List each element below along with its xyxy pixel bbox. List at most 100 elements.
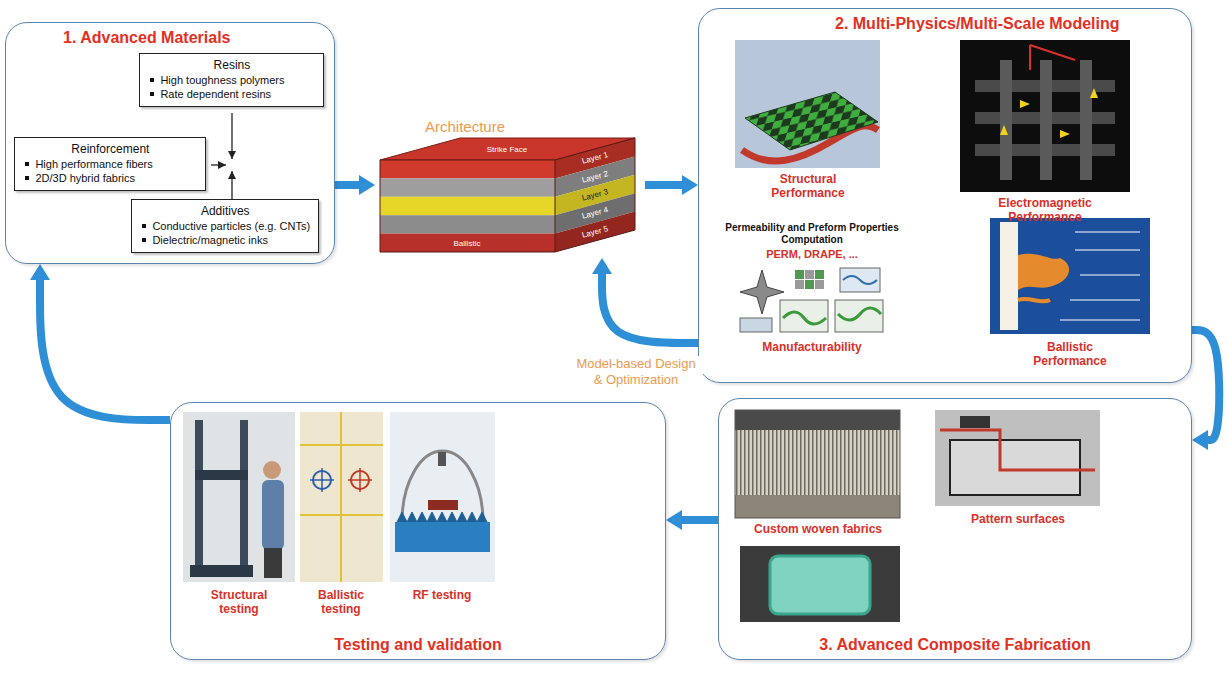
- ballistic-model-image: [1080, 275, 1140, 276]
- rf-test-photo: [395, 522, 490, 552]
- ballistic-model-image: [1018, 299, 1050, 302]
- image-caption: Electromagnetic Performance: [985, 196, 1105, 224]
- ballistic-model-image: [1075, 250, 1140, 251]
- reinforcement-box: ReinforcementHigh performance fibers2D/3…: [14, 137, 206, 191]
- layer-label: Ballistic: [453, 238, 480, 247]
- structural-model-image: [735, 40, 880, 168]
- ballistic-model-image: [1060, 320, 1140, 321]
- rf-test-photo: [397, 512, 487, 522]
- electromagnetic-model-image: [1000, 60, 1012, 180]
- flow-arrow: [40, 280, 170, 420]
- panel-title: 3. Advanced Composite Fabrication: [719, 635, 1191, 654]
- bullet-mark: [150, 78, 154, 82]
- bullet-mark: [142, 224, 146, 228]
- box-heading: Resins: [148, 58, 315, 73]
- layered-armor-figure: [380, 197, 555, 215]
- panel-title: Testing and validation: [171, 635, 665, 654]
- ballistic-model-image: [1018, 254, 1069, 290]
- bullet-item: High performance fibers: [23, 157, 197, 171]
- electromagnetic-model-image: [1090, 88, 1098, 98]
- bullet-mark: [142, 238, 146, 242]
- image-caption: Pattern surfaces: [971, 512, 1065, 526]
- mold-image: [740, 546, 900, 622]
- electromagnetic-model-image: [1060, 130, 1070, 138]
- loom-image: [735, 495, 900, 518]
- rf-test-photo: [402, 451, 483, 522]
- electromagnetic-model-image: [1030, 45, 1075, 70]
- additives-box: AdditivesConductive particles (e.g. CNTs…: [131, 199, 319, 253]
- mold-image: [740, 546, 900, 622]
- layered-armor-figure: [380, 138, 635, 252]
- ballistic-target-photo: [300, 412, 383, 582]
- structural-test-photo: [240, 420, 248, 570]
- bullet-text: 2D/3D hybrid fabrics: [35, 172, 135, 184]
- bullet-item: Conductive particles (e.g. CNTs): [140, 219, 310, 233]
- pattern-table-image: [935, 410, 1100, 506]
- bullet-item: High toughness polymers: [148, 73, 315, 87]
- testing-panel: Testing and validation: [170, 402, 666, 660]
- merge-arrows: [211, 113, 232, 199]
- manufacturability-images: [840, 268, 880, 292]
- merge-arrows: [231, 113, 232, 159]
- structural-test-photo: [195, 420, 203, 570]
- ballistic-target-photo: [359, 468, 361, 492]
- layered-armor-figure: [380, 160, 555, 178]
- image-caption: RF testing: [402, 588, 482, 602]
- image-caption: Ballistic testing: [301, 588, 381, 616]
- flow-arrow: [682, 516, 718, 524]
- merge-arrows: [211, 164, 226, 165]
- bullet-text: High performance fibers: [35, 158, 152, 170]
- panel-title: 1. Advanced Materials: [63, 28, 230, 47]
- resins-box: ResinsHigh toughness polymersRate depend…: [139, 53, 324, 107]
- rf-test-photo: [438, 452, 446, 466]
- electromagnetic-model-image: [1020, 100, 1030, 108]
- loom-image: [735, 410, 900, 518]
- image-caption: Ballistic Performance: [1020, 340, 1120, 368]
- ballistic-target-photo: [300, 412, 383, 582]
- image-caption: Manufacturability: [762, 340, 861, 354]
- bullet-text: Rate dependent resins: [160, 88, 271, 100]
- manufacturability-images: [805, 280, 814, 289]
- manufacturability-images: [805, 270, 814, 279]
- manufacturability-images: [795, 280, 804, 289]
- structural-model-image: [745, 92, 878, 150]
- rf-test-photo: [428, 500, 458, 510]
- manufacturability-images: [783, 312, 826, 324]
- rf-test-photo: [390, 412, 495, 582]
- loom-image: [735, 410, 900, 518]
- structural-test-photo: [183, 412, 295, 582]
- pattern-table-image: [935, 410, 1100, 506]
- loom-image: [735, 410, 900, 430]
- materials-panel: 1. Advanced MaterialsResinsHigh toughnes…: [5, 22, 335, 264]
- manufacturability-images: [740, 318, 772, 332]
- manufacturability-images: [815, 270, 824, 279]
- ballistic-model-image: [1075, 232, 1140, 233]
- image-caption: Structural testing: [199, 588, 279, 616]
- manufacturability-images: [838, 308, 881, 320]
- bullet-item: 2D/3D hybrid fabrics: [23, 171, 197, 185]
- ballistic-model-image: [990, 218, 1150, 334]
- image-heading: Permeability and Preform Properties Comp…: [722, 222, 902, 246]
- layer-label: Strike Face: [487, 145, 527, 154]
- manufacturability-images: [740, 268, 883, 332]
- manufacturability-images: [780, 300, 828, 332]
- box-heading: Additives: [140, 204, 310, 219]
- electromagnetic-model-image: [1040, 60, 1052, 180]
- bullet-text: Conductive particles (e.g. CNTs): [152, 220, 310, 232]
- flow-arrow: [602, 274, 698, 343]
- manufacturability-images: [835, 300, 883, 332]
- bullet-mark: [150, 92, 154, 96]
- manufacturability-images: [843, 276, 877, 284]
- electromagnetic-model-image: [960, 40, 1130, 192]
- electromagnetic-model-image: [1000, 125, 1008, 135]
- layered-armor-figure: [380, 215, 555, 233]
- bullet-item: Rate dependent resins: [148, 87, 315, 101]
- manufacturability-images: [795, 270, 804, 279]
- merge-arrows: [231, 171, 232, 199]
- bullet-mark: [25, 176, 29, 180]
- manufacturability-images: [815, 280, 824, 289]
- edge-label: Model-based Design & Optimization: [569, 356, 703, 388]
- tool-names: PERM, DRAPE, ...: [766, 248, 858, 261]
- flow-arrow: [335, 181, 359, 189]
